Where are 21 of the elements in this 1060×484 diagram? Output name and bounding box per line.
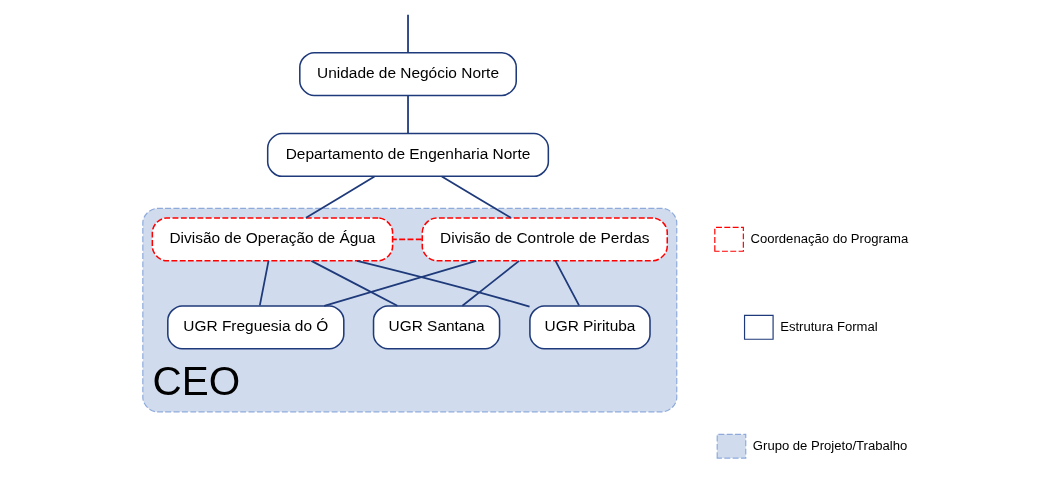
connector (406, 94, 409, 134)
connector (309, 259, 398, 307)
node-box: Unidade de Negócio Norte (298, 51, 517, 96)
connector (554, 259, 580, 306)
node-box: Departamento de Engenharia Norte (266, 132, 549, 177)
legend-label: Coordenação do Programa (749, 230, 908, 246)
connector (391, 237, 423, 240)
connector (322, 259, 477, 307)
node-box: UGR Pirituba (528, 304, 651, 350)
node-box: UGR Santana (372, 304, 500, 350)
node-box: UGR Freguesia do Ó (166, 304, 345, 350)
legend-label: Estrutura Formal (779, 318, 878, 334)
node-box: Divisão de Operação de Água (151, 216, 393, 262)
connector (258, 259, 269, 306)
node-box: Divisão de Controle de Perdas (421, 216, 668, 262)
connector (461, 259, 520, 307)
legend-label: Grupo de Projeto/Trabalho (752, 437, 907, 453)
connector (440, 175, 512, 219)
connector (406, 13, 409, 53)
connector (304, 175, 375, 219)
connector (355, 259, 530, 308)
